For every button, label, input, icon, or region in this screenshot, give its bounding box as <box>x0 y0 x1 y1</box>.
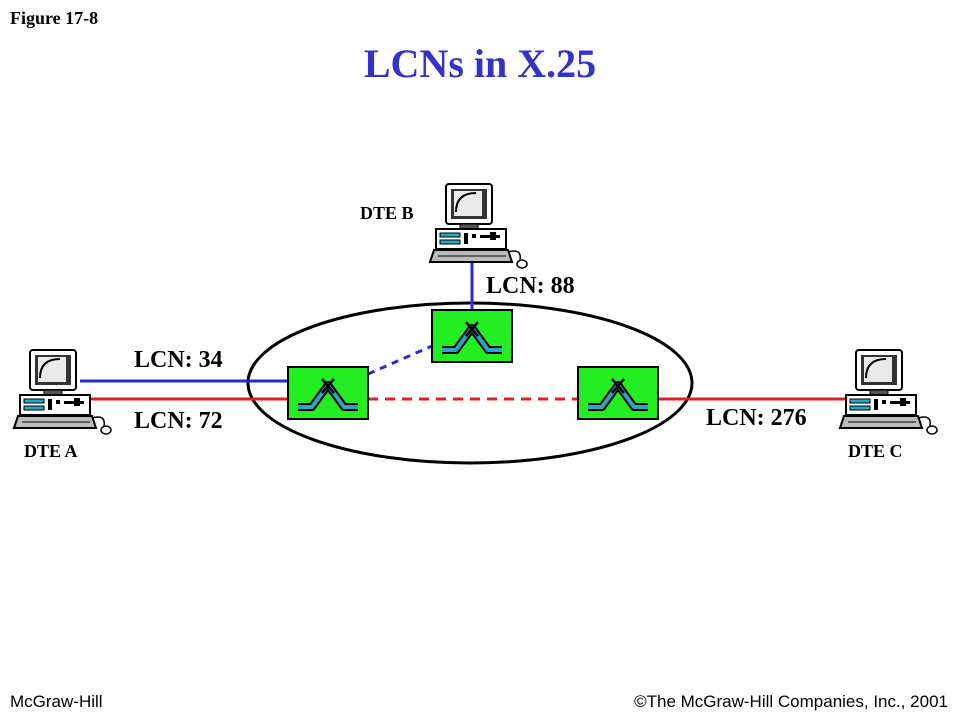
switch-left <box>288 367 368 419</box>
lcn-label-c: LCN: 276 <box>706 405 807 431</box>
footer-copyright: ©The McGraw-Hill Companies, Inc., 2001 <box>634 692 948 711</box>
footer-publisher: McGraw-Hill <box>10 692 103 711</box>
figure-label: Figure 17-8 <box>10 8 99 28</box>
switch-top <box>432 310 512 362</box>
dte-a-label: DTE A <box>24 441 78 461</box>
lcn-label-a-blue: LCN: 34 <box>134 347 223 373</box>
lcn-label-a-red: LCN: 72 <box>134 408 223 434</box>
page-title: LCNs in X.25 <box>363 41 597 86</box>
internal-link-blue-dashed <box>367 344 433 376</box>
dte-c-computer-icon <box>839 349 938 435</box>
dte-b-computer-icon <box>429 183 528 269</box>
dte-a-computer-icon <box>13 349 112 435</box>
dte-b-label: DTE B <box>360 203 414 223</box>
x25-network-ellipse <box>246 301 694 465</box>
lcn-label-b: LCN: 88 <box>486 273 575 299</box>
switch-right <box>578 367 658 419</box>
dte-c-label: DTE C <box>848 441 903 461</box>
